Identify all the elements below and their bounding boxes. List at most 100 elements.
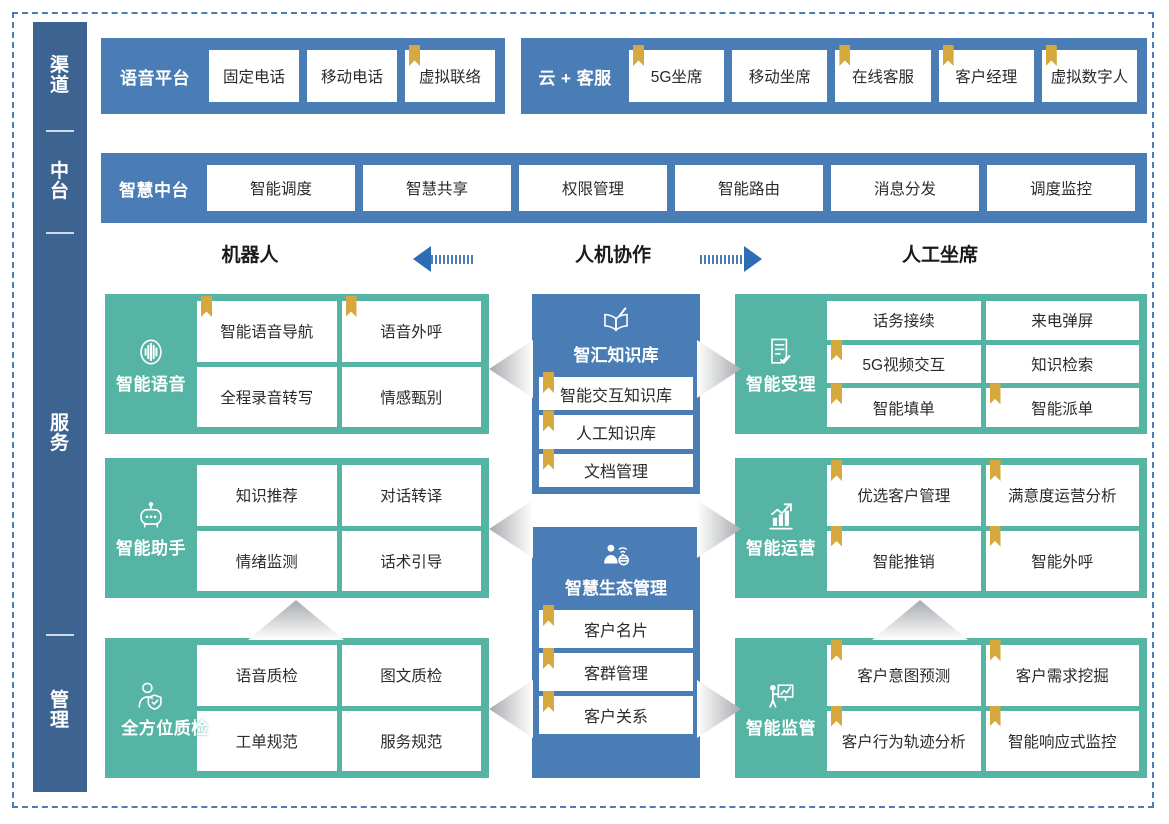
sidebar-item-management[interactable]: 管理 xyxy=(33,636,87,786)
card-label: 固定电话 xyxy=(222,69,285,86)
bookmark-flag-icon xyxy=(831,705,842,727)
channel-card[interactable]: 虚拟数字人 xyxy=(1041,45,1138,102)
service-card[interactable]: 知识推荐 xyxy=(197,465,337,526)
channel-group-title: 语音平台 xyxy=(120,68,190,88)
robot-icon xyxy=(133,498,169,534)
card-label: 5G视频交互 xyxy=(862,356,946,374)
chart-growth-icon xyxy=(763,498,799,534)
knowledge-card[interactable]: 文档管理 xyxy=(539,448,693,487)
panel-identity: 智能受理 xyxy=(735,334,827,395)
service-card[interactable]: 全程录音转写 xyxy=(197,366,337,427)
panel-knowledge-base: 智汇知识库智能交互知识库人工知识库文档管理 xyxy=(532,294,700,494)
bookmark-flag-icon xyxy=(543,448,554,470)
sidebar-item-service[interactable]: 服务 xyxy=(33,234,87,634)
bookmark-flag-icon xyxy=(989,705,1001,727)
panel-card-grid: 知识推荐对话转译情绪监测话术引导 xyxy=(197,458,489,598)
service-card[interactable]: 工单规范 xyxy=(197,710,337,771)
bookmark-flag-icon xyxy=(831,640,842,661)
service-card[interactable]: 来电弹屏 xyxy=(985,301,1139,340)
channel-card[interactable]: 客户经理 xyxy=(938,45,1034,102)
service-card[interactable]: 智能响应式监控 xyxy=(985,705,1139,771)
chevron-left-quality xyxy=(489,680,533,738)
card-label: 客户需求挖掘 xyxy=(1015,668,1109,686)
midplatform-card[interactable]: 智慧共享 xyxy=(363,165,511,211)
bookmark-flag-icon xyxy=(831,460,842,481)
channel-card[interactable]: 在线客服 xyxy=(835,45,931,102)
service-card[interactable]: 智能派单 xyxy=(985,383,1139,427)
knowledge-card[interactable]: 人工知识库 xyxy=(539,410,693,449)
knowledge-card[interactable]: 客群管理 xyxy=(539,648,693,691)
service-card[interactable]: 5G视频交互 xyxy=(827,339,981,384)
service-card[interactable]: 服务规范 xyxy=(341,710,481,771)
panel-intelligent-supervision: 智能监管客户意图预测客户需求挖掘客户行为轨迹分析智能响应式监控 xyxy=(735,638,1147,778)
service-card[interactable]: 优选客户管理 xyxy=(827,460,981,526)
service-card[interactable]: 话务接续 xyxy=(827,301,981,340)
service-card[interactable]: 图文质检 xyxy=(341,645,481,706)
service-card[interactable]: 客户需求挖掘 xyxy=(985,640,1139,706)
service-card[interactable]: 知识检索 xyxy=(985,344,1139,384)
channel-card[interactable]: 固定电话 xyxy=(209,50,299,102)
panel-card-grid: 智能语音导航 语音外呼全程录音转写情感甄别 xyxy=(197,294,489,434)
panel-card-grid: 语音质检图文质检工单规范服务规范 xyxy=(197,638,489,778)
sidebar-label-char: 理 xyxy=(49,710,70,731)
card-label: 智能响应式监控 xyxy=(1007,733,1117,751)
service-card[interactable]: 智能外呼 xyxy=(985,525,1139,591)
panel-title: 智能助手 xyxy=(116,538,186,558)
sidebar-divider xyxy=(46,232,74,234)
knowledge-card[interactable]: 智能交互知识库 xyxy=(539,372,693,411)
card-label: 话务接续 xyxy=(872,313,935,331)
service-card[interactable]: 语音质检 xyxy=(197,645,337,706)
card-label: 智能外呼 xyxy=(1031,553,1094,571)
service-card[interactable]: 话术引导 xyxy=(341,530,481,591)
bookmark-flag-icon xyxy=(989,525,1001,547)
service-card[interactable]: 语音外呼 xyxy=(341,296,481,362)
chevron-right-supervision xyxy=(697,680,741,738)
card-label: 智能推销 xyxy=(872,553,935,571)
service-card[interactable]: 情感甄别 xyxy=(341,366,481,427)
service-card[interactable]: 智能推销 xyxy=(827,525,981,591)
card-label: 智能语音导航 xyxy=(220,324,314,342)
card-label: 客户关系 xyxy=(583,709,648,726)
panel-card-grid: 优选客户管理满意度运营分析智能推销 智能外呼 xyxy=(827,458,1147,598)
sidebar-item-midplatform[interactable]: 中台 xyxy=(33,132,87,232)
service-card[interactable]: 客户行为轨迹分析 xyxy=(827,705,981,771)
service-card[interactable]: 情绪监测 xyxy=(197,530,337,591)
sidebar-item-channel[interactable]: 渠道 xyxy=(33,22,87,130)
bookmark-flag-icon xyxy=(345,296,357,317)
panel-title: 智能语音 xyxy=(116,374,186,394)
midplatform-row: 智慧中台智能调度智慧共享权限管理智能路由消息分发调度监控 xyxy=(101,153,1147,223)
card-label: 智能调度 xyxy=(249,181,312,198)
channel-card[interactable]: 虚拟联络 xyxy=(405,45,495,102)
service-card[interactable]: 对话转译 xyxy=(341,465,481,526)
card-label: 智能填单 xyxy=(872,400,935,418)
form-check-icon xyxy=(763,334,799,370)
midplatform-card[interactable]: 消息分发 xyxy=(831,165,979,211)
service-card[interactable]: 客户意图预测 xyxy=(827,640,981,706)
bookmark-flag-icon xyxy=(942,45,954,66)
chevron-left-voice xyxy=(489,340,533,398)
channel-card[interactable]: 移动坐席 xyxy=(732,50,828,102)
knowledge-card[interactable]: 客户名片 xyxy=(539,605,693,648)
card-label: 调度监控 xyxy=(1029,181,1092,198)
service-card[interactable]: 智能语音导航 xyxy=(197,296,337,362)
knowledge-card[interactable]: 客户关系 xyxy=(539,691,693,734)
card-label: 虚拟联络 xyxy=(418,69,481,86)
chevron-right-operation xyxy=(697,500,741,558)
bookmark-flag-icon xyxy=(831,339,842,361)
bookmark-flag-icon xyxy=(831,383,842,405)
channel-card[interactable]: 5G坐席 xyxy=(629,45,725,102)
midplatform-card[interactable]: 智能路由 xyxy=(675,165,823,211)
panel-identity: 智慧生态管理 xyxy=(539,534,693,605)
card-label: 在线客服 xyxy=(852,69,915,86)
midplatform-card[interactable]: 调度监控 xyxy=(987,165,1135,211)
service-card[interactable]: 满意度运营分析 xyxy=(985,460,1139,526)
sidebar-label-char: 服 xyxy=(49,412,70,434)
midplatform-card[interactable]: 智能调度 xyxy=(207,165,355,211)
panel-identity: 智能语音 xyxy=(105,334,197,395)
panel-title: 智慧生态管理 xyxy=(565,579,667,598)
person-shield-icon xyxy=(133,678,169,714)
midplatform-card[interactable]: 权限管理 xyxy=(519,165,667,211)
service-card[interactable]: 智能填单 xyxy=(827,383,981,427)
channel-card[interactable]: 移动电话 xyxy=(307,50,397,102)
panel-identity: 全方位质检 xyxy=(105,678,208,739)
